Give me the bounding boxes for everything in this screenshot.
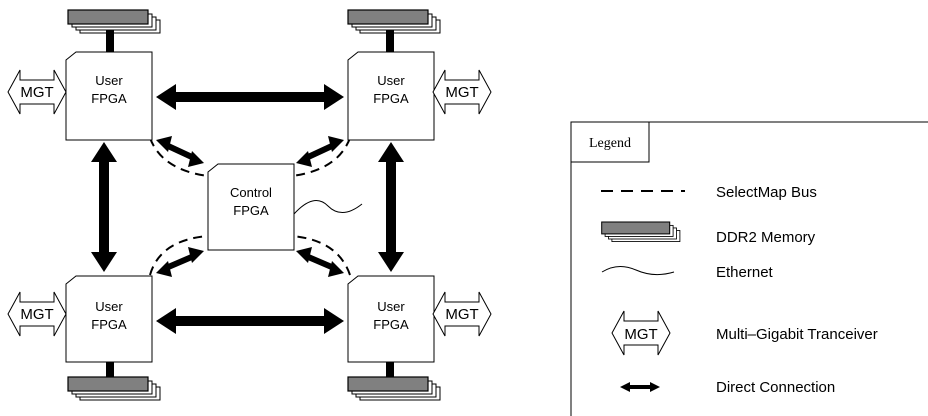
selectmap-bus-lines <box>149 137 351 276</box>
mgt-arrow-bottom-right: MGT <box>432 291 492 337</box>
ddr2-memory-top-left <box>67 9 161 52</box>
mgt-label: MGT <box>624 326 657 343</box>
direct-connection-bottom <box>156 308 344 334</box>
user-fpga-top-left: User FPGA <box>65 51 153 141</box>
user-fpga-top-right: User FPGA <box>347 51 435 141</box>
direct-connection-diagonal-top-left <box>156 136 204 167</box>
fpga-label: FPGA <box>91 91 127 106</box>
control-fpga-label: Control <box>230 185 272 200</box>
direct-connection-diagonal-bottom-left <box>156 247 204 277</box>
direct-connection-right <box>378 142 404 272</box>
user-fpga-label: User <box>377 73 405 88</box>
user-fpga-bottom-left: User FPGA <box>65 275 153 363</box>
ethernet-legend-symbol <box>601 266 675 276</box>
mgt-arrow-top-left: MGT <box>7 69 67 115</box>
fpga-label: FPGA <box>233 203 269 218</box>
control-fpga: Control FPGA <box>207 163 295 251</box>
fpga-label: FPGA <box>373 317 409 332</box>
direct-connection-left <box>91 142 117 272</box>
direct-connection-top <box>156 84 344 110</box>
ethernet-line <box>293 200 363 215</box>
user-fpga-label: User <box>95 299 123 314</box>
ddr2-memory-top-right <box>347 9 441 52</box>
fpga-label: FPGA <box>91 317 127 332</box>
direct-connection-legend-symbol <box>620 382 660 392</box>
mgt-label: MGT <box>445 306 478 323</box>
mgt-label: MGT <box>20 306 53 323</box>
mgt-label: MGT <box>20 84 53 101</box>
mgt-arrow-top-right: MGT <box>432 69 492 115</box>
ddr2-memory-bottom-left <box>67 360 161 401</box>
legend-item-label: Direct Connection <box>716 379 835 396</box>
ddr2-memory-legend-symbol <box>601 221 681 243</box>
legend-item-label: Ethernet <box>716 264 774 281</box>
legend-item-label: Multi–Gigabit Tranceiver <box>716 326 878 343</box>
fpga-label: FPGA <box>373 91 409 106</box>
legend: Legend SelectMap Bus DDR2 Memory Etherne… <box>570 121 928 416</box>
direct-connections <box>91 84 404 334</box>
user-fpga-bottom-right: User FPGA <box>347 275 435 363</box>
mgt-label: MGT <box>445 84 478 101</box>
user-fpga-label: User <box>95 73 123 88</box>
legend-item-label: DDR2 Memory <box>716 229 816 246</box>
direct-connection-diagonal-bottom-right <box>296 247 344 277</box>
legend-item-label: SelectMap Bus <box>716 184 817 201</box>
direct-connection-diagonal-top-right <box>296 136 344 167</box>
mgt-arrow-bottom-left: MGT <box>7 291 67 337</box>
ddr2-memory-bottom-right <box>347 360 441 401</box>
user-fpga-label: User <box>377 299 405 314</box>
legend-title: Legend <box>589 136 631 151</box>
